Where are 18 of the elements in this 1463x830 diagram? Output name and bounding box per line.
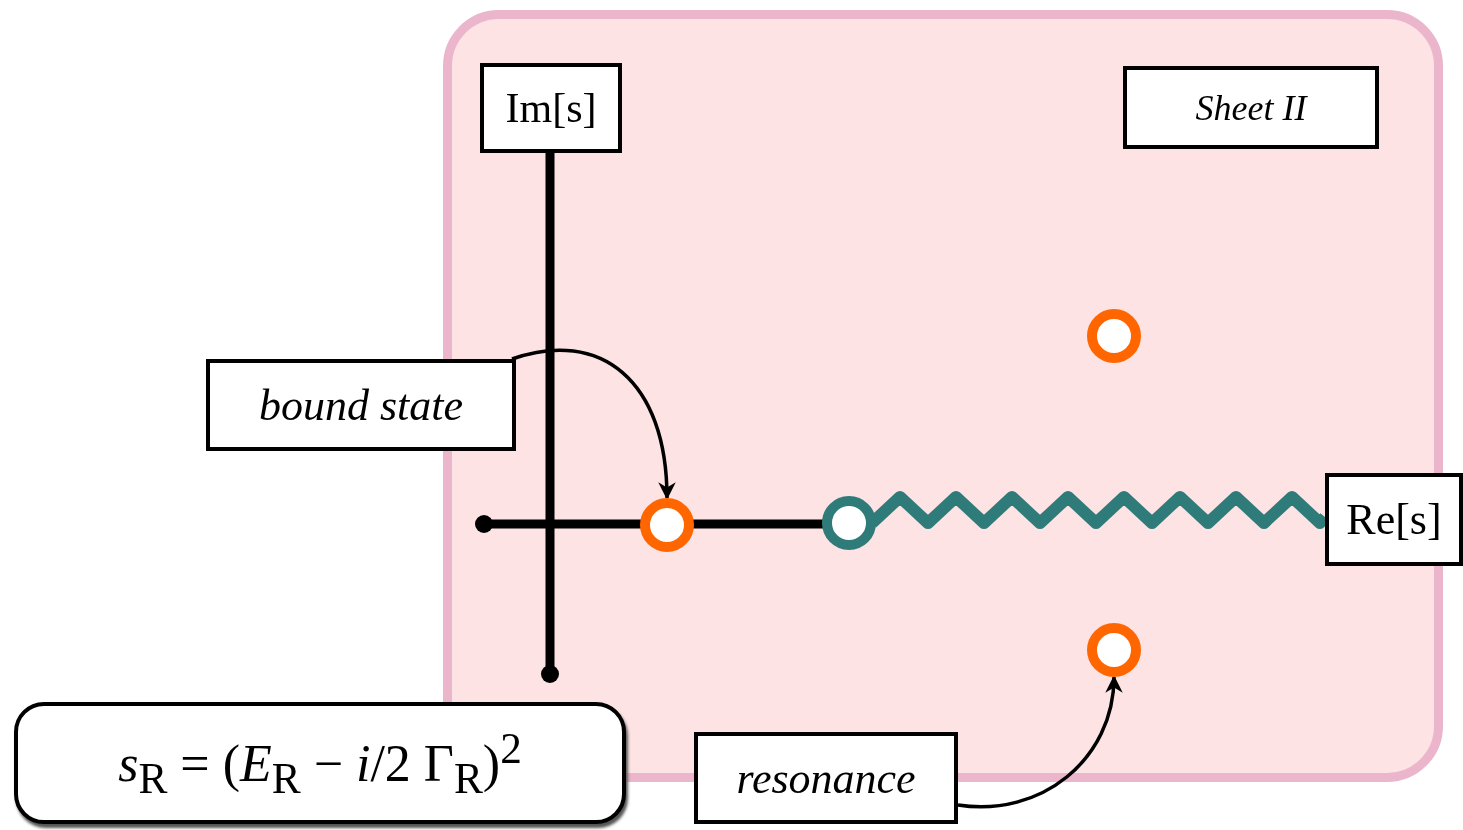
label-box	[480, 63, 622, 153]
label-text: Re[s]	[1346, 494, 1442, 545]
label-box	[1325, 473, 1463, 566]
pole-circle	[1087, 623, 1141, 677]
curved-arrow	[511, 348, 675, 500]
curved-arrow	[957, 675, 1122, 809]
label-box	[14, 702, 626, 824]
formula: s$_{R}$ = (E$_{R}$ − i/2 Γ$_{R}$)$^{2}$	[118, 723, 522, 803]
label-box	[1123, 66, 1379, 149]
label-text: Im[s]	[505, 84, 597, 132]
pole-circle	[640, 498, 694, 552]
label-text: resonance	[736, 752, 916, 804]
label-box	[206, 359, 516, 451]
label-text: Sheet II	[1195, 86, 1307, 129]
label-text: bound state	[258, 379, 464, 431]
pole-circle	[1087, 309, 1141, 363]
threshold-circle	[822, 496, 876, 550]
label-box	[694, 732, 958, 824]
